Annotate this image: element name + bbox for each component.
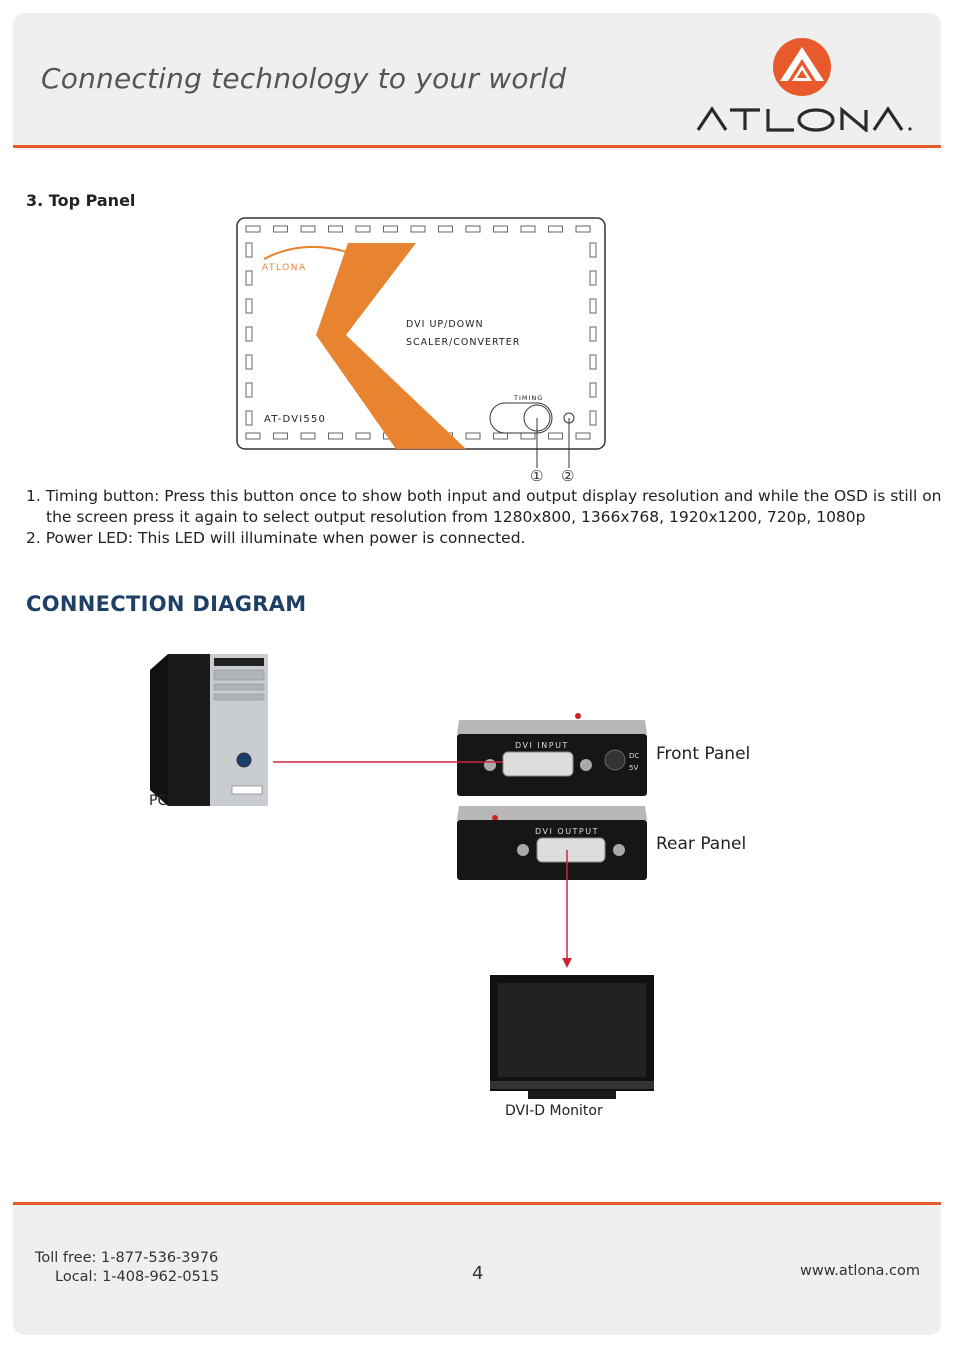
vent-slot xyxy=(245,326,253,342)
vent-slot xyxy=(589,242,597,258)
header-rule xyxy=(13,145,941,148)
dvi-monitor-image xyxy=(490,975,654,1099)
device-product-line1: DVI UP/DOWN xyxy=(406,319,484,330)
item-2-line1: 2. Power LED: This LED will illuminate w… xyxy=(26,529,526,547)
vent-slot xyxy=(589,326,597,342)
vent-slot xyxy=(465,432,481,440)
list-item-timing: 1. Timing button: Press this button once… xyxy=(26,486,942,528)
page-footer xyxy=(13,1205,941,1335)
toll-free-text: Toll free: 1-877-536-3976 xyxy=(35,1250,219,1266)
5v-label: 5V xyxy=(629,764,638,772)
vent-slot xyxy=(245,298,253,314)
rear-port-label: DVI OUTPUT xyxy=(535,827,599,836)
vent-slot xyxy=(245,270,253,286)
callout-lines: ① ② xyxy=(530,418,574,485)
local-phone-text: Local: 1-408-962-0515 xyxy=(55,1269,220,1285)
callout-1: ① xyxy=(530,467,543,485)
vent-slot xyxy=(410,225,426,233)
atlona-wordmark xyxy=(696,106,912,132)
vent-slot xyxy=(493,225,508,233)
atlona-logo-icon xyxy=(773,38,831,96)
pc-tower-image xyxy=(150,654,268,806)
vent-slot xyxy=(465,225,481,233)
monitor-label: DVI-D Monitor xyxy=(505,1103,603,1119)
front-panel-label: Front Panel xyxy=(656,744,751,764)
vent-slot xyxy=(245,225,261,233)
dc-label: DC xyxy=(629,752,639,760)
header-tagline: Connecting technology to your world xyxy=(41,62,567,95)
item-1-line2: the screen press it again to select outp… xyxy=(46,508,866,526)
vent-slot xyxy=(589,354,597,370)
pc-label: PC xyxy=(149,793,168,809)
vent-slot xyxy=(300,432,316,440)
connection-diagram-heading: CONNECTION DIAGRAM xyxy=(26,592,307,616)
footer-rule xyxy=(13,1202,941,1205)
vent-slot xyxy=(245,354,253,370)
device-logo: ATLONA xyxy=(262,246,357,273)
vent-slot xyxy=(589,382,597,398)
vent-slot xyxy=(589,298,597,314)
vent-slot xyxy=(548,225,563,233)
vent-slot xyxy=(355,432,371,440)
vent-slot xyxy=(273,225,288,233)
vent-slot xyxy=(589,410,597,426)
vent-slot xyxy=(300,225,316,233)
rear-panel-image: DVI OUTPUT xyxy=(457,806,647,880)
item-1-line1: 1. Timing button: Press this button once… xyxy=(26,487,942,505)
vent-slot xyxy=(245,410,253,426)
vent-slot xyxy=(273,432,288,440)
vent-slot xyxy=(438,225,453,233)
vent-slot xyxy=(520,225,536,233)
vent-slot xyxy=(245,382,253,398)
vent-slot xyxy=(245,432,261,440)
vent-slot xyxy=(575,432,591,440)
front-panel-image: DVI INPUT DC 5V xyxy=(457,713,647,796)
top-panel-heading: 3. Top Panel xyxy=(26,191,136,210)
timing-label: TIMING xyxy=(513,394,543,402)
vent-slot xyxy=(589,270,597,286)
vent-slot xyxy=(383,225,398,233)
vent-slot xyxy=(355,225,371,233)
device-logo-text: ATLONA xyxy=(262,263,307,273)
vent-slot xyxy=(328,432,343,440)
vent-slot xyxy=(245,242,253,258)
device-model: AT-DVI550 xyxy=(264,414,326,425)
callout-2: ② xyxy=(561,467,574,485)
top-panel-device-illustration: ATLONA DVI UP/DOWN SCALER/CONVERTER AT-D… xyxy=(236,217,606,450)
website-text: www.atlona.com xyxy=(800,1263,920,1279)
front-port-label: DVI INPUT xyxy=(515,741,569,750)
page-number: 4 xyxy=(472,1263,484,1284)
vent-slot xyxy=(493,432,508,440)
vent-slot xyxy=(548,432,563,440)
vent-slot xyxy=(328,225,343,233)
rear-panel-label: Rear Panel xyxy=(656,834,747,854)
device-product-line2: SCALER/CONVERTER xyxy=(406,337,520,348)
vent-slot xyxy=(575,225,591,233)
list-item-power: 2. Power LED: This LED will illuminate w… xyxy=(26,528,525,549)
